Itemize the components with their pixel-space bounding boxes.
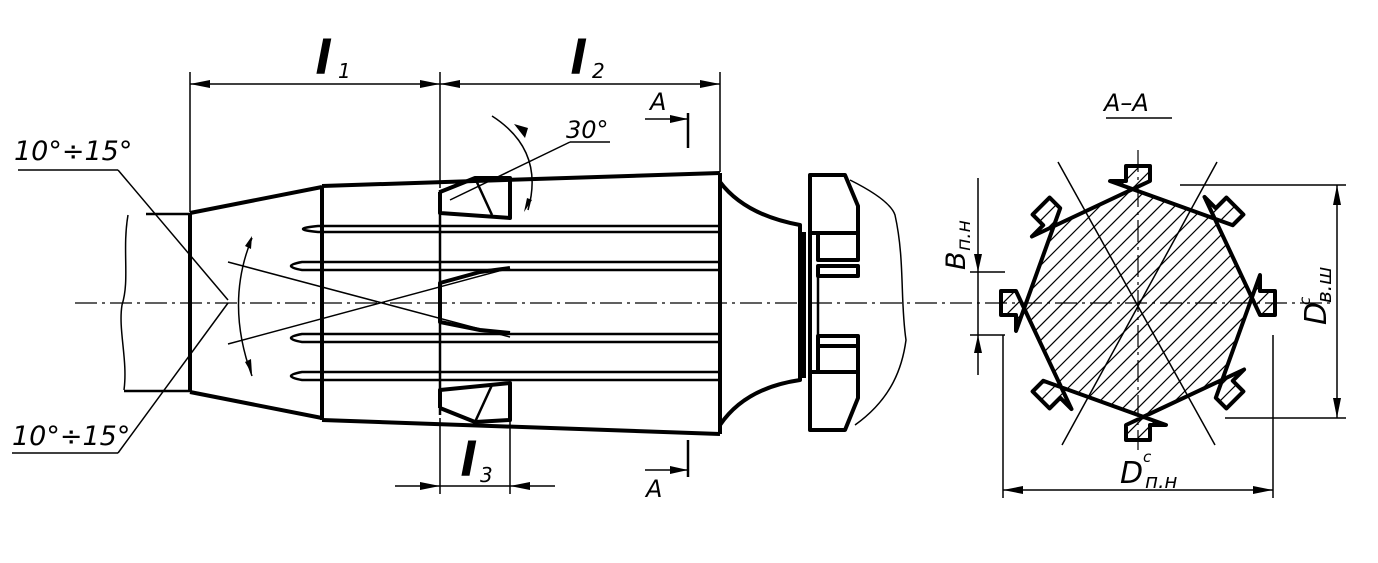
- svg-text:D: D: [1120, 456, 1143, 491]
- svg-text:B: B: [941, 251, 972, 270]
- angle-30-label: 30°: [566, 116, 609, 144]
- l3-label: l: [460, 433, 477, 487]
- section-mark-top: [645, 113, 690, 148]
- angle-30-mark: [449, 115, 610, 212]
- svg-text:c: c: [1296, 296, 1314, 305]
- section-mark-top-label: A: [648, 88, 666, 116]
- l2-label: l: [570, 31, 587, 85]
- b-dimension-label: B п.н: [941, 220, 975, 270]
- l1-subscript: 1: [338, 59, 351, 83]
- l3-subscript: 3: [480, 463, 493, 487]
- svg-text:D: D: [1299, 302, 1334, 325]
- svg-text:в.ш: в.ш: [1312, 267, 1336, 303]
- d-vsh-label: D c в.ш: [1296, 267, 1336, 325]
- rear-guide: [808, 173, 907, 432]
- angle-bottom-label: 10°÷15°: [12, 421, 130, 452]
- section-mark-bottom-label: A: [644, 475, 662, 503]
- shank: [120, 185, 323, 420]
- svg-text:c: c: [1143, 448, 1152, 466]
- dimension-l1-l2: [189, 72, 721, 212]
- tooth-body: [289, 171, 806, 436]
- l1-label: l: [315, 31, 332, 85]
- l2-subscript: 2: [592, 59, 605, 83]
- section-title: A–A: [1102, 89, 1149, 117]
- dimension-l3: [395, 418, 555, 494]
- d-pn-label: D c п.н: [1120, 448, 1178, 493]
- svg-text:п.н: п.н: [1145, 469, 1178, 493]
- taper-angle-lines: [12, 169, 511, 454]
- angle-top-label: 10°÷15°: [14, 136, 132, 167]
- section-mark-bottom: [645, 440, 690, 477]
- svg-text:п.н: п.н: [953, 220, 975, 251]
